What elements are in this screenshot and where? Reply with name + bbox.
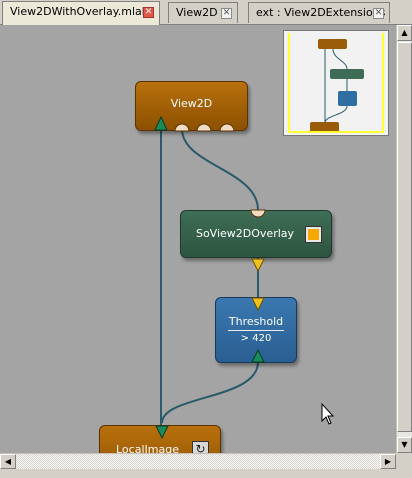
tab-label: ext : View2DExtensions [256, 6, 386, 19]
module-label: View2D [170, 97, 213, 110]
scroll-down-icon[interactable]: ▼ [397, 437, 412, 453]
input-connector[interactable] [174, 123, 190, 132]
mouse-pointer-icon [321, 402, 335, 425]
tab-label: View2D [176, 6, 218, 19]
module-label: SoView2DOverlay [195, 227, 295, 240]
scroll-corner [396, 453, 412, 469]
scroll-up-icon[interactable]: ▲ [397, 25, 412, 41]
threshold-output-arrow[interactable] [251, 297, 265, 312]
tab-label: View2DWithOverlay.mlab [10, 5, 149, 18]
view2d-input-connectors [174, 123, 235, 132]
scroll-right-icon[interactable]: ▶ [380, 454, 396, 469]
close-icon[interactable]: ✕ [221, 8, 232, 19]
threshold-value: > 420 [240, 333, 272, 344]
connection-view2d-overlay[interactable] [181, 128, 259, 211]
threshold-input-arrow[interactable] [251, 348, 265, 363]
scroll-thumb[interactable] [397, 42, 412, 432]
module-view2d[interactable]: View2D [135, 81, 248, 131]
horizontal-scrollbar[interactable]: ◀ ▶ [0, 453, 396, 469]
close-icon[interactable]: ✕ [143, 7, 154, 18]
divider [228, 330, 284, 331]
localimage-output-arrow[interactable] [155, 425, 169, 440]
input-connector[interactable] [196, 123, 212, 132]
minimap-drawing [310, 39, 364, 132]
tab-view2d[interactable]: View2D ✕ [168, 2, 238, 23]
output-connector[interactable] [250, 209, 266, 218]
window-bottom-edge [0, 469, 412, 478]
connection-localimage-threshold[interactable] [161, 361, 259, 424]
minimap-module-view2d [318, 39, 347, 49]
yellow-square-icon[interactable] [305, 226, 322, 243]
network-minimap[interactable] [283, 30, 389, 136]
minimap-module-threshold [338, 91, 357, 106]
tab-view2dextensions[interactable]: ext : View2DExtensions ✕ [248, 2, 390, 23]
minimap-viewport[interactable] [288, 33, 384, 133]
tab-view2dwithoverlay[interactable]: View2DWithOverlay.mlab ✕ [2, 1, 160, 25]
module-label: LocalImage [116, 443, 179, 453]
module-label: Threshold [228, 315, 284, 328]
scroll-left-icon[interactable]: ◀ [0, 454, 16, 469]
overlay-output-arrow[interactable] [251, 258, 265, 273]
close-icon[interactable]: ✕ [373, 8, 384, 19]
vertical-scrollbar[interactable]: ▲ ▼ [396, 25, 412, 453]
minimap-module-overlay [330, 69, 364, 79]
reload-icon[interactable]: ↻ [192, 441, 209, 453]
input-arrow-green[interactable] [154, 115, 168, 131]
module-threshold[interactable]: Threshold > 420 [215, 297, 297, 363]
connectors-layer [154, 115, 335, 440]
network-canvas[interactable]: View2D SoView2DOverlay Threshold > 420 L… [0, 25, 396, 453]
minimap-connections [324, 48, 348, 124]
module-soview2doverlay[interactable]: SoView2DOverlay [180, 210, 332, 258]
minimap-module-localimage [310, 122, 339, 132]
tab-bar: View2DWithOverlay.mlab ✕ View2D ✕ ext : … [0, 0, 412, 25]
input-connector[interactable] [219, 123, 235, 132]
